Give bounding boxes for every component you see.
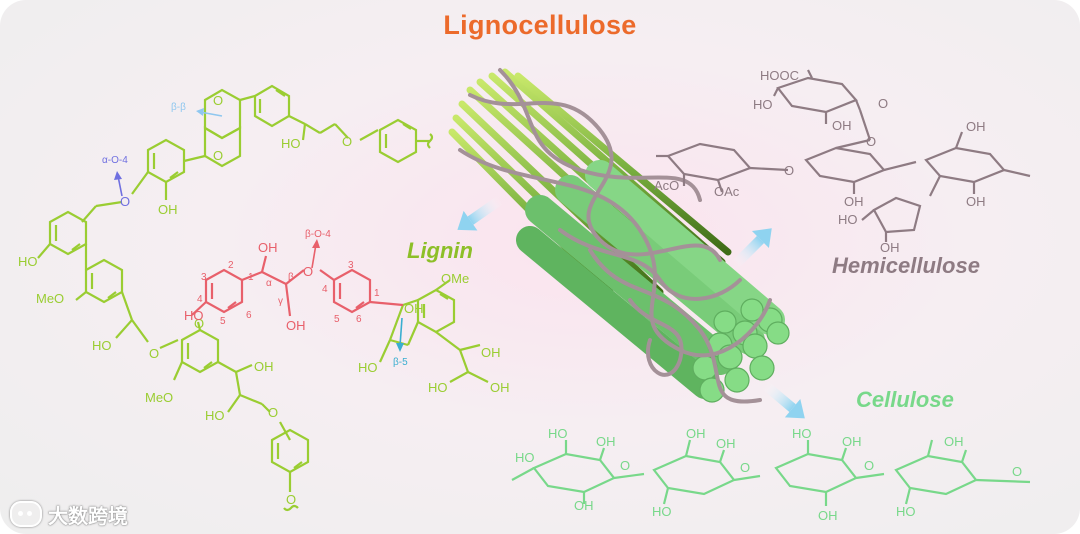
pointer-arrows [457, 195, 805, 419]
hemi-aco: AcO [654, 178, 679, 193]
lignin-label: Lignin [407, 238, 473, 263]
hemi-hooc: HOOC [760, 68, 799, 83]
cell-ho-4: HO [792, 426, 812, 441]
lignin-ho-4: HO [205, 408, 225, 423]
lignin-ome-2: MeO [145, 390, 173, 405]
cell-oh-4: OH [716, 436, 736, 451]
hemi-ho-1: HO [753, 97, 773, 112]
atom-1b: 1 [374, 288, 380, 299]
cell-o-4: O [1012, 464, 1022, 479]
atom-alpha: α [266, 278, 272, 289]
lignin-o-ring-1: O [213, 93, 223, 108]
lignin-o-furan: OH [404, 301, 424, 316]
atom-5: 5 [220, 316, 226, 327]
lignin-ome-3: OMe [441, 271, 469, 286]
atom-1: 1 [248, 272, 254, 283]
cell-ho-3: HO [652, 504, 672, 519]
cell-ho-5: HO [896, 504, 916, 519]
hemi-o-1: O [878, 96, 888, 111]
hemi-oh-2: OH [844, 194, 864, 209]
beta-5-label: β-5 [393, 357, 408, 368]
cellulose-group-labels: HO OH HO OH OH HO OH HO OH OH HO OH O O … [515, 426, 1022, 523]
lignin-red-o-ether: O [303, 264, 313, 279]
hemi-o-3: O [866, 134, 876, 149]
lignin-structure [37, 84, 489, 512]
atom-4: 4 [197, 294, 203, 305]
cellulose-structure [511, 439, 1031, 506]
hemi-oh-4: OH [966, 194, 986, 209]
cellulose-label: Cellulose [856, 387, 954, 412]
hemicellulose-group-labels: HOOC HO OH O AcO OAc O O OH OH OH HO OH [654, 68, 986, 255]
hemicellulose-structure [656, 69, 1031, 242]
cell-o-3: O [864, 458, 874, 473]
atom-gamma: γ [278, 296, 283, 307]
linkage-arrows [114, 108, 404, 352]
cell-oh-6: OH [818, 508, 838, 523]
beta-beta-label: β-β [171, 102, 186, 113]
lignin-ho-3: HO [92, 338, 112, 353]
atom-6: 6 [246, 310, 252, 321]
lignin-oh-2: OH [254, 359, 274, 374]
atom-2: 2 [228, 260, 234, 271]
alpha-o-4-label: α-O-4 [102, 155, 128, 166]
lignin-oh-5: OH [490, 380, 510, 395]
cell-oh-1: OH [596, 434, 616, 449]
hemi-ho-2: HO [838, 212, 858, 227]
chat-bubble-icon [10, 501, 42, 527]
cell-ho-2: HO [548, 426, 568, 441]
lignin-o-7: O [268, 405, 278, 420]
lignin-red-segment [191, 255, 404, 317]
atom-3: 3 [201, 272, 207, 283]
watermark-text: 大数跨境 [48, 505, 128, 528]
cell-o-1: O [620, 458, 630, 473]
hemi-o-2: O [784, 163, 794, 178]
lignin-red-oh-1: OH [258, 240, 278, 255]
lignin-red-oh-2: OH [286, 318, 306, 333]
lignin-o-1: O [342, 134, 352, 149]
hemi-oh-1: OH [832, 118, 852, 133]
lignin-group-labels: HO O OH O O O HO MeO HO O O MeO OH HO O … [18, 93, 510, 507]
lignin-ome-1: MeO [36, 291, 64, 306]
lignin-ho-7: HO [428, 380, 448, 395]
lignin-o-alpha: O [120, 194, 130, 209]
lignin-oh-4: OH [481, 345, 501, 360]
lignin-o-3: O [149, 346, 159, 361]
cell-oh-7: OH [944, 434, 964, 449]
lignin-ho-6: HO [358, 360, 378, 375]
atom-6b: 6 [356, 314, 362, 325]
hemicellulose-label: Hemicellulose [832, 253, 980, 278]
hemi-oh-5: OH [880, 240, 900, 255]
beta-o-4-label: β-O-4 [305, 229, 331, 240]
atom-5b: 5 [334, 314, 340, 325]
lignin-o-6: O [194, 316, 204, 331]
lignin-ho-2: HO [18, 254, 38, 269]
cell-ho-1: HO [515, 450, 535, 465]
hemi-oh-3: OH [966, 119, 986, 134]
atom-4b: 4 [322, 284, 328, 295]
lignin-o-ring-2: O [213, 148, 223, 163]
lignocellulose-fiber-bundle [448, 68, 790, 404]
cell-oh-3: OH [686, 426, 706, 441]
cell-oh-5: OH [842, 434, 862, 449]
hemi-oac: OAc [714, 184, 740, 199]
watermark: 大数跨境 [10, 500, 128, 528]
lignin-o-8: O [286, 492, 296, 507]
cell-oh-2: OH [574, 498, 594, 513]
cell-o-2: O [740, 460, 750, 475]
atom-beta: β [288, 272, 294, 283]
lignin-oh-1: OH [158, 202, 178, 217]
figure-title: Lignocellulose [443, 10, 637, 40]
lignin-red-o: HO [184, 308, 204, 323]
lignin-ho-1: HO [281, 136, 301, 151]
lignin-red-labels: OH OH HO O 1 2 3 4 5 6 α β γ 3 4 5 6 1 [184, 240, 380, 333]
atom-3b: 3 [348, 260, 354, 271]
